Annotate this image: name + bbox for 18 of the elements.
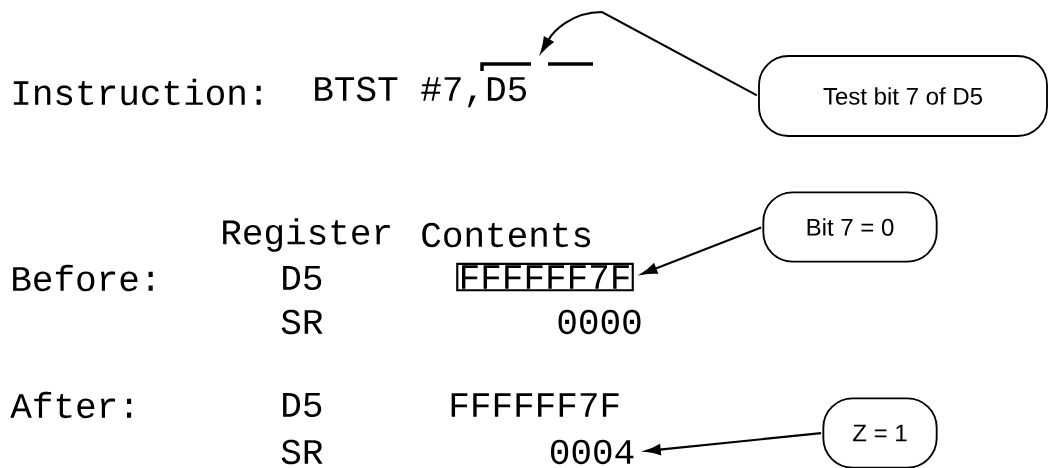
callout-bubble: Test bit 7 of D5 (758, 55, 1048, 137)
instruction-text: BTST #7,D5 (315, 76, 526, 108)
register-name: D5 (283, 392, 322, 418)
column-header: Register (223, 218, 390, 252)
operand-bracket (480, 62, 595, 73)
column-header: Contents (422, 222, 591, 248)
register-name: D5 (283, 265, 322, 291)
register-name: SR (281, 309, 323, 335)
register-name: SR (281, 439, 323, 465)
callout-bubble: Z = 1 (822, 397, 938, 468)
arrow (540, 10, 758, 97)
register-value: FFFFFF7F (451, 393, 619, 417)
register-value: 0004 (551, 439, 634, 465)
highlighted-value: FFFFFF7F (456, 262, 634, 292)
callout-bubble: Bit 7 = 0 (762, 191, 938, 263)
row-label: After: (10, 391, 132, 419)
row-label: Before: (13, 264, 153, 292)
instruction-label: Instruction: (13, 78, 261, 106)
